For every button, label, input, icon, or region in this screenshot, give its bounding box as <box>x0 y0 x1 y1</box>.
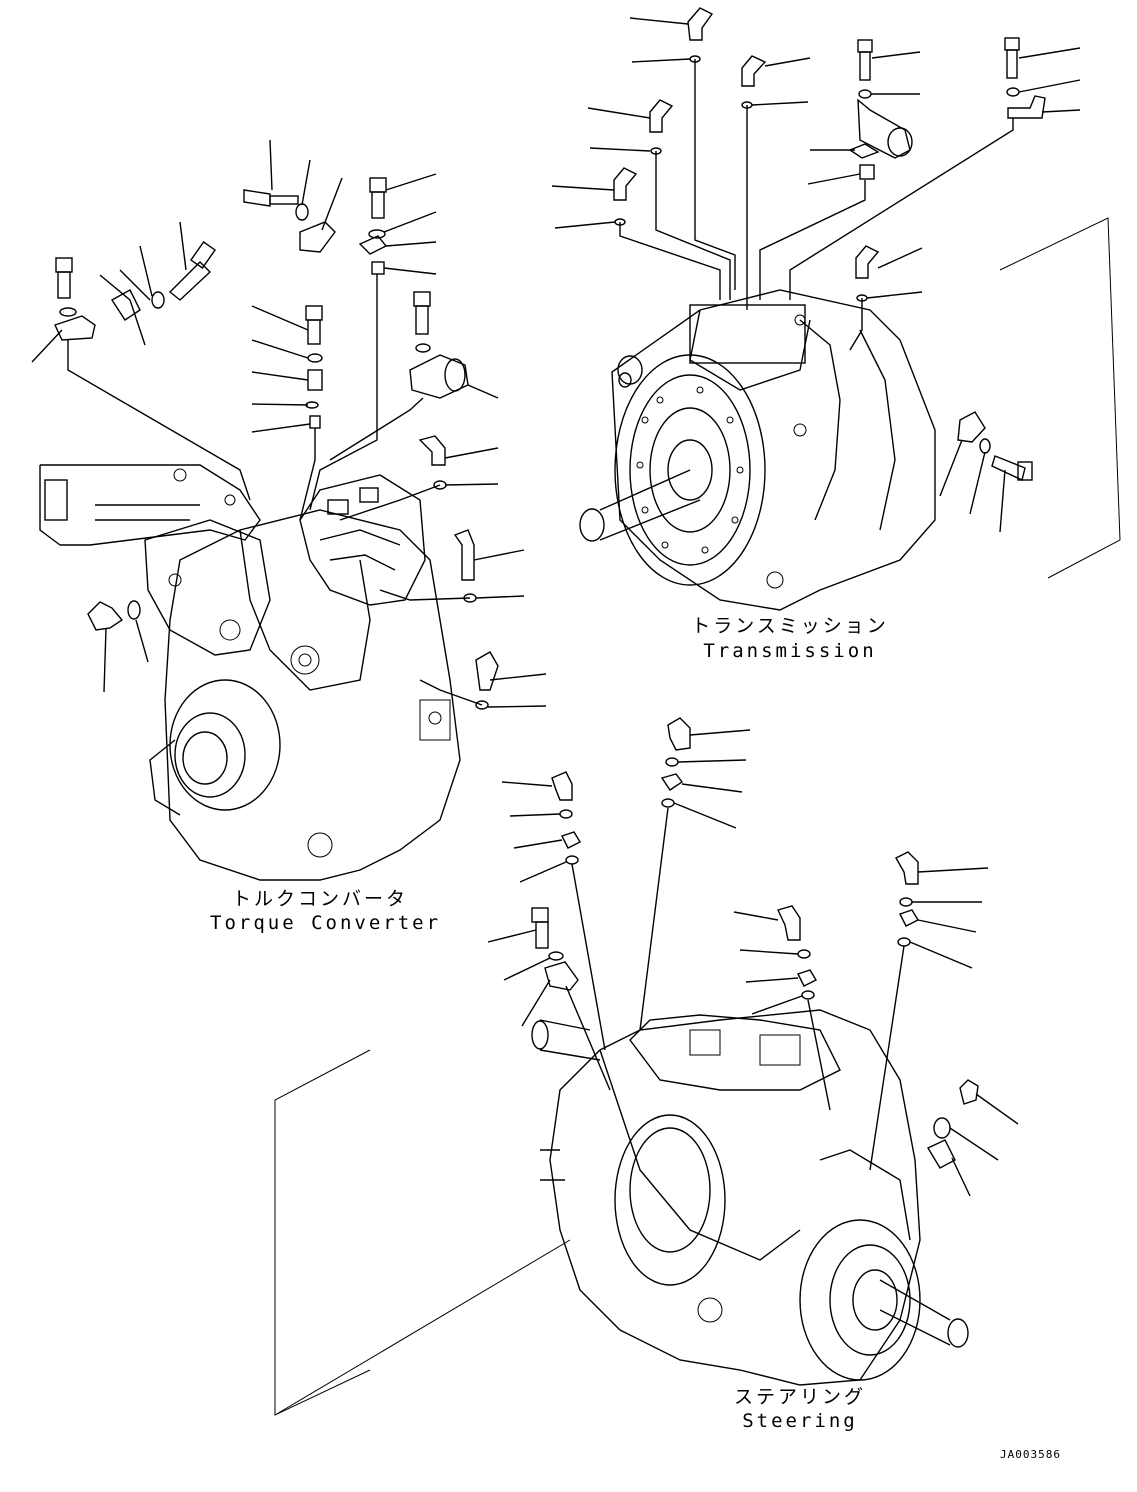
transmission-label-jp: トランスミッション <box>691 615 889 637</box>
transmission-fittings <box>613 7 1046 481</box>
transmission-leader-lines <box>551 17 1081 533</box>
drawing-code: JA003586 <box>1000 1448 1061 1461</box>
steering-assembly <box>274 717 1019 1416</box>
steering-fittings <box>531 717 979 1169</box>
steering-label-en: Steering <box>742 1410 858 1432</box>
torque-converter-label-jp: トルクコンバータ <box>231 888 408 910</box>
transmission-label-en: Transmission <box>703 640 877 662</box>
transmission-assembly <box>551 7 1121 611</box>
steering-label-jp: ステアリング <box>733 1386 866 1408</box>
steering-leader-lines <box>487 729 1019 1197</box>
torque-converter-leader-lines <box>31 139 547 708</box>
torque-converter-label-en: Torque Converter <box>210 912 442 934</box>
torque-converter-assembly <box>31 139 547 881</box>
torque-converter-fittings <box>54 177 499 710</box>
